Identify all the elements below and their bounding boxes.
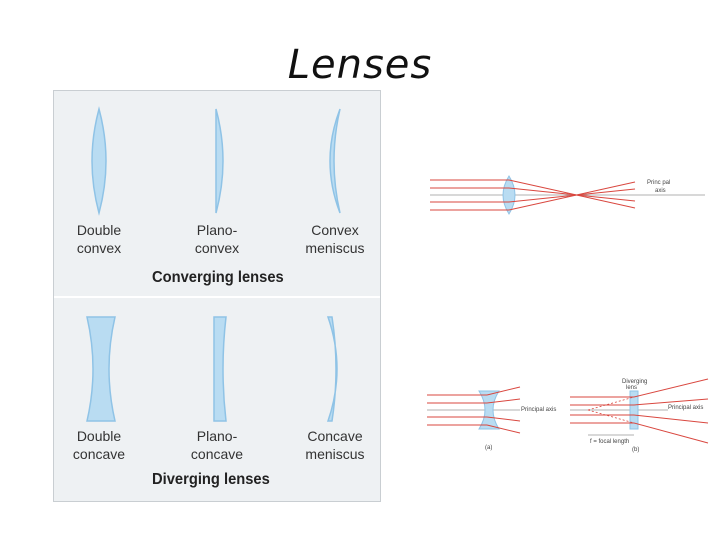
div-a-axis-label: Principal axis [521, 407, 556, 413]
div-b-caption: (b) [632, 447, 639, 453]
diverging-ray-diagram-a: Principal axis (a) [427, 386, 556, 451]
diverging-ray-diagram-b: Diverging lens Principal axis f = focal … [570, 378, 709, 453]
double-concave-lens [86, 316, 116, 422]
plano-concave-lens [213, 316, 227, 422]
converging-axis-label-1: Princ pal [647, 180, 670, 186]
plano-concave-label: Plano-concave [190, 428, 244, 462]
slide-title: Lenses [287, 42, 433, 88]
plano-convex-label: Plano-convex [194, 222, 240, 256]
div-b-lens-label-1: Diverging [622, 379, 647, 385]
convex-meniscus-lens [329, 108, 341, 214]
converging-lenses-heading: Converging lenses [152, 269, 284, 286]
panel-divider [54, 296, 380, 298]
converging-ray-diagram: Princ pal axis [430, 175, 705, 215]
plano-convex-lens [215, 108, 224, 214]
div-b-focal-label: f = focal length [590, 439, 629, 445]
div-b-lens-label-2: lens [626, 385, 637, 391]
converging-axis-label-2: axis [655, 188, 666, 194]
diverging-lenses-heading: Diverging lenses [152, 471, 270, 488]
double-convex-lens [91, 106, 107, 216]
div-a-caption: (a) [485, 445, 492, 451]
concave-meniscus-lens [326, 316, 338, 422]
div-b-axis-label: Principal axis [668, 405, 703, 411]
